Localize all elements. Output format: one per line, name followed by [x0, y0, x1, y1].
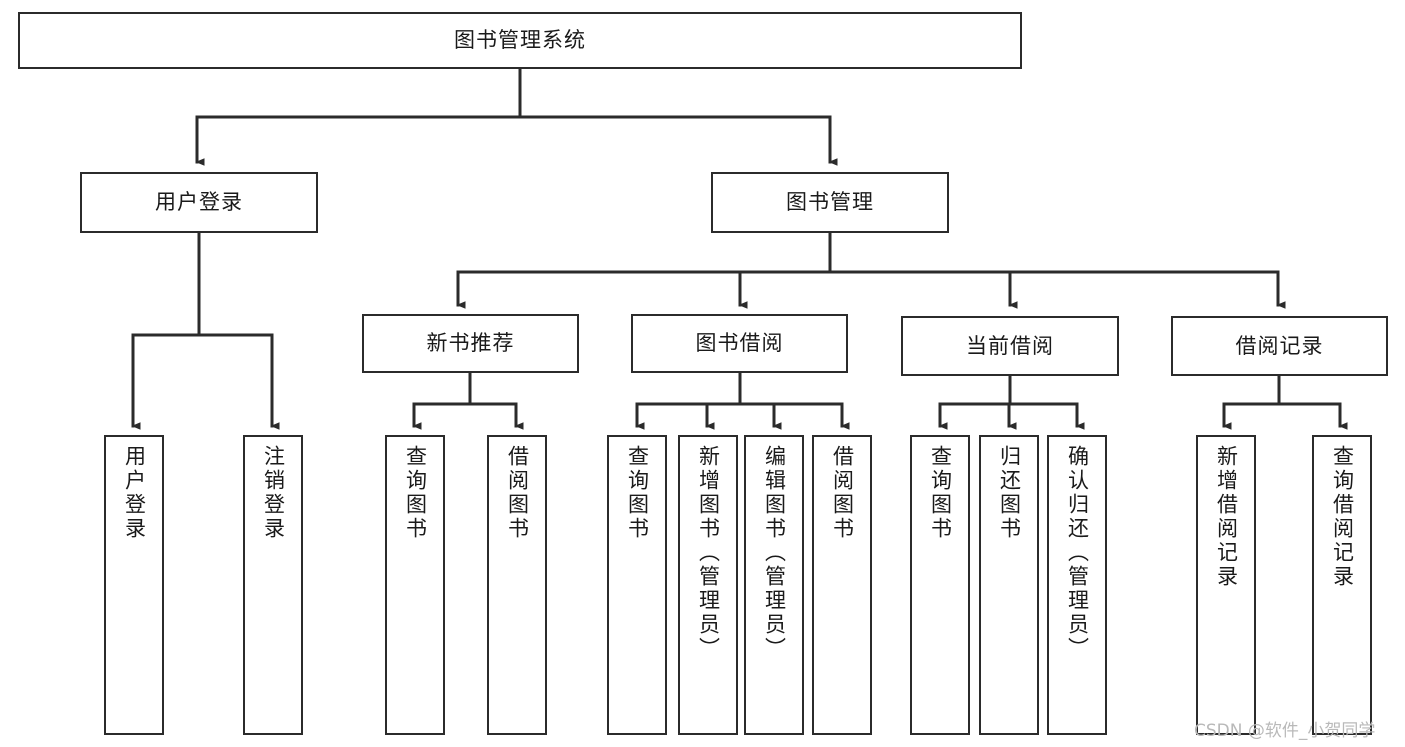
leaf-new-book-query-book[interactable]: 查询图书 — [385, 435, 445, 735]
leaf-book-borrow-query-book[interactable]: 查询图书 — [607, 435, 667, 735]
node-label: 新增图书（管理员） — [696, 445, 721, 661]
node-label: 查询图书 — [928, 445, 953, 541]
node-label: 新书推荐 — [426, 331, 515, 356]
node-label: 注销登录 — [261, 445, 286, 541]
node-label: 查询图书 — [403, 445, 428, 541]
node-book-management[interactable]: 图书管理 — [711, 172, 949, 233]
node-label: 查询图书 — [625, 445, 650, 541]
node-label: 当前借阅 — [966, 333, 1054, 358]
leaf-current-borrow-return-book[interactable]: 归还图书 — [979, 435, 1039, 735]
node-label: 编辑图书（管理员） — [762, 445, 787, 661]
leaf-current-borrow-query-book[interactable]: 查询图书 — [910, 435, 970, 735]
node-new-book-recommend[interactable]: 新书推荐 — [362, 314, 579, 373]
node-root-book-management-system[interactable]: 图书管理系统 — [18, 12, 1022, 69]
node-label: 图书借阅 — [695, 331, 784, 356]
node-label: 用户登录 — [122, 445, 147, 541]
node-label: 确认归还（管理员） — [1065, 445, 1090, 661]
leaf-new-book-borrow-book[interactable]: 借阅图书 — [487, 435, 547, 735]
node-label: 归还图书 — [997, 445, 1022, 541]
node-book-borrow[interactable]: 图书借阅 — [631, 314, 848, 373]
leaf-book-borrow-borrow-book[interactable]: 借阅图书 — [812, 435, 872, 735]
node-label: 查询借阅记录 — [1330, 445, 1355, 589]
csdn-watermark: CSDN @软件_小贺同学 — [1194, 721, 1376, 741]
node-current-borrow[interactable]: 当前借阅 — [901, 316, 1119, 376]
node-label: 借阅图书 — [505, 445, 530, 541]
node-label: 图书管理 — [786, 190, 874, 215]
node-user-login[interactable]: 用户登录 — [80, 172, 318, 233]
leaf-book-borrow-add-book-admin[interactable]: 新增图书（管理员） — [678, 435, 738, 735]
leaf-book-borrow-edit-book-admin[interactable]: 编辑图书（管理员） — [744, 435, 804, 735]
node-label: 用户登录 — [155, 190, 243, 215]
leaf-borrow-record-query-record[interactable]: 查询借阅记录 — [1312, 435, 1372, 735]
leaf-borrow-record-add-record[interactable]: 新增借阅记录 — [1196, 435, 1256, 735]
node-borrow-record[interactable]: 借阅记录 — [1171, 316, 1388, 376]
leaf-user-login-login[interactable]: 用户登录 — [104, 435, 164, 735]
leaf-current-borrow-confirm-return-admin[interactable]: 确认归还（管理员） — [1047, 435, 1107, 735]
leaf-user-login-logout[interactable]: 注销登录 — [243, 435, 303, 735]
node-label: 新增借阅记录 — [1214, 445, 1239, 589]
node-label: 图书管理系统 — [454, 28, 586, 53]
node-label: 借阅记录 — [1235, 333, 1324, 358]
node-label: 借阅图书 — [830, 445, 855, 541]
